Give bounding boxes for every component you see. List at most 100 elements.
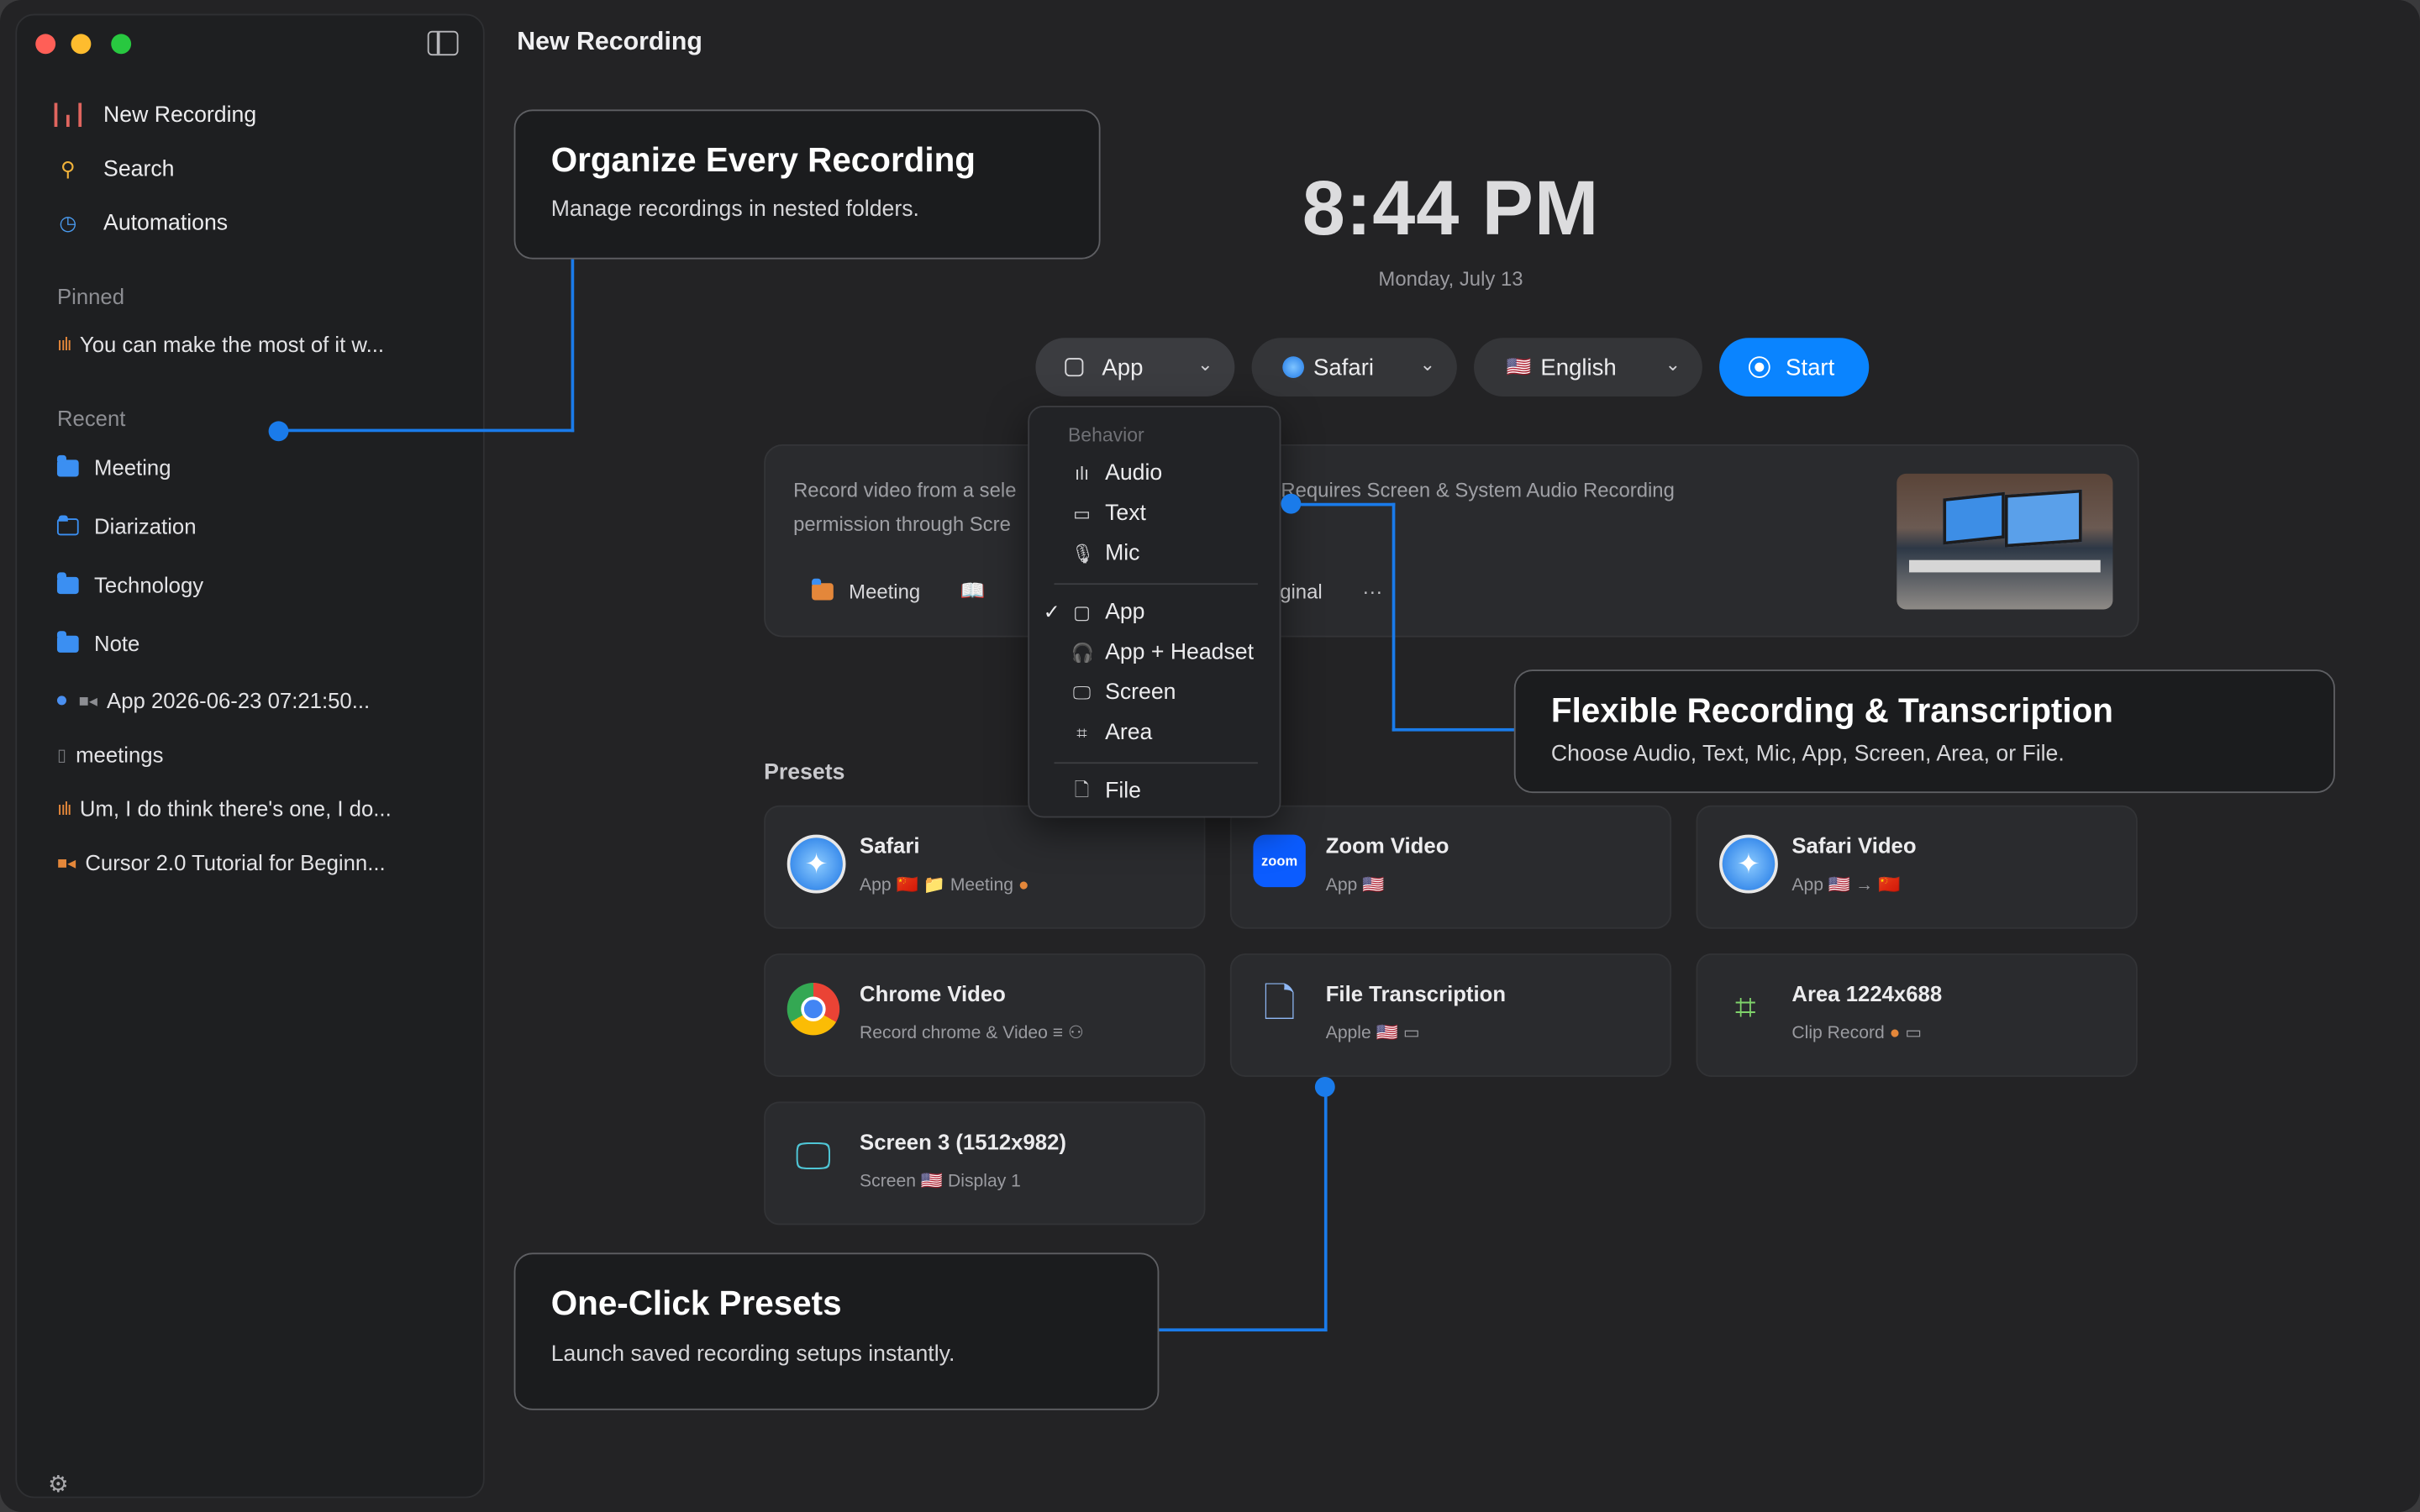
preset-screen[interactable]: 🖵 Screen 3 (1512x982) Screen 🇺🇸 Display … xyxy=(764,1101,1206,1226)
recent-item-note[interactable]: Note xyxy=(56,625,140,662)
menu-item-area[interactable]: ⌗Area xyxy=(1029,714,1282,751)
pinned-item[interactable]: ıılı You can make the most of it w... xyxy=(57,326,384,363)
gear-icon[interactable]: ⚙ xyxy=(47,1472,69,1499)
preset-safari-video[interactable]: ✦ Safari Video App 🇺🇸 → 🇨🇳 xyxy=(1696,805,2138,929)
status-dot-icon: ● xyxy=(1889,1024,1901,1043)
start-button[interactable]: Start xyxy=(1719,338,1870,397)
source-dropdown[interactable]: Safari ⌄ xyxy=(1251,338,1457,397)
recent-item-meeting[interactable]: Meeting xyxy=(56,449,171,486)
recent-item-diarization[interactable]: Diarization xyxy=(56,507,197,544)
minimize-window-button[interactable] xyxy=(71,34,92,55)
callout-connector xyxy=(277,428,575,433)
menu-item-file[interactable]: 🗋File xyxy=(1029,773,1282,810)
caption-icon: ▭ xyxy=(1905,1024,1923,1043)
recent-item-label: Note xyxy=(94,631,140,656)
unread-dot xyxy=(56,696,66,706)
preview-thumbnail xyxy=(1897,473,2113,610)
clock-icon: ◷ xyxy=(59,211,77,235)
preset-sub: App 🇺🇸 xyxy=(1325,876,1385,895)
chrome-center xyxy=(801,996,826,1021)
callout-connector xyxy=(1157,1328,1328,1332)
recent-item-transcript[interactable]: ıılı Um, I do think there's one, I do... xyxy=(57,790,392,827)
callout-flexible: Flexible Recording & Transcription Choos… xyxy=(1513,669,2335,794)
crop-icon: ⌗ xyxy=(1076,721,1087,743)
preset-title: File Transcription xyxy=(1325,981,1507,1006)
menu-item-label: Audio xyxy=(1105,461,1163,486)
preset-area[interactable]: ⌗ Area 1224x688 Clip Record ● ▭ xyxy=(1696,953,2138,1078)
menu-item-mic[interactable]: 🎙 Mic xyxy=(1029,535,1282,572)
menu-item-audio[interactable]: ılı Audio xyxy=(1029,455,1282,492)
recent-item-label: Meeting xyxy=(94,454,171,480)
menu-item-screen[interactable]: 🖵Screen xyxy=(1029,675,1282,711)
mic-icon: 🎙 xyxy=(1071,543,1095,565)
chrome-icon xyxy=(786,982,840,1036)
preset-chrome-video[interactable]: Chrome Video Record chrome & Video ≡ ⚇ xyxy=(764,953,1206,1078)
menu-item-app-headset[interactable]: 🎧App + Headset xyxy=(1029,634,1282,671)
callout-connector xyxy=(1290,502,1396,507)
preset-sub-text: Record chrome & Video xyxy=(860,1024,1048,1043)
chat-bubble-icon: ▭ xyxy=(1073,502,1091,525)
menu-item-app[interactable]: ✓▢App xyxy=(1029,594,1282,631)
display-icon: 🖵 xyxy=(1072,680,1092,703)
nav-label: New Recording xyxy=(103,103,257,129)
callout-connector xyxy=(571,259,575,433)
crop-icon: ⌗ xyxy=(1734,987,1756,1030)
preset-title: Zoom Video xyxy=(1325,832,1449,858)
menu-item-label: Text xyxy=(1105,501,1146,527)
callout-anchor-dot xyxy=(1281,493,1302,514)
nav-automations[interactable]: ◷ Automations xyxy=(54,203,228,244)
waveform-icon: ıılı xyxy=(56,797,72,820)
recent-item-technology[interactable]: Technology xyxy=(56,566,204,603)
sidebar: ┃╻┃ New Recording ⚲ Search ◷ Automations… xyxy=(15,13,485,1499)
folder-option[interactable]: Meeting xyxy=(849,579,921,603)
recent-item-label: Um, I do think there's one, I do... xyxy=(79,795,392,822)
nav-label: Search xyxy=(103,157,175,182)
preset-safari[interactable]: ✦ Safari App 🇨🇳 📁 Meeting ● xyxy=(764,805,1206,929)
preset-title: Safari xyxy=(860,832,920,858)
callout-subtitle: Launch saved recording setups instantly. xyxy=(550,1341,955,1368)
callout-title: Organize Every Recording xyxy=(550,140,976,180)
original-option[interactable]: iginal xyxy=(1275,579,1323,603)
pinned-item-label: You can make the most of it w... xyxy=(79,331,385,357)
pinned-header: Pinned xyxy=(56,283,125,309)
record-icon xyxy=(1748,356,1770,378)
mode-label: App xyxy=(1102,354,1144,381)
language-label: English xyxy=(1540,354,1617,381)
preset-file-transcription[interactable]: 🗋 File Transcription Apple 🇺🇸 ▭ xyxy=(1229,953,1672,1078)
preset-zoom-video[interactable]: zoom Zoom Video App 🇺🇸 xyxy=(1229,805,1672,929)
zoom-window-button[interactable] xyxy=(111,34,132,55)
waveform-icon: ılı xyxy=(1074,463,1090,485)
headphones-icon: 🎧 xyxy=(1071,642,1095,664)
callout-organize: Organize Every Recording Manage recordin… xyxy=(513,109,1101,260)
nav-new-recording[interactable]: ┃╻┃ New Recording xyxy=(50,96,257,136)
waveform-icon: ıılı xyxy=(56,333,72,355)
folder-icon xyxy=(56,454,79,476)
language-dropdown[interactable]: 🇺🇸 English ⌄ xyxy=(1474,338,1702,397)
preset-title: Screen 3 (1512x982) xyxy=(860,1129,1066,1154)
book-icon[interactable]: 📖 xyxy=(960,578,986,602)
menu-item-label: Mic xyxy=(1105,541,1140,567)
checkmark-icon: ✓ xyxy=(1043,600,1060,624)
desc-text-c: permission through Scre xyxy=(793,512,1011,536)
recent-item-label: Technology xyxy=(94,572,204,597)
nav-search[interactable]: ⚲ Search xyxy=(54,150,174,190)
app-icon xyxy=(1065,358,1084,377)
app-icon: ▢ xyxy=(1073,601,1091,624)
mode-dropdown[interactable]: App ⌄ xyxy=(1035,338,1235,397)
page-title: New Recording xyxy=(517,28,702,56)
recent-item-label: Diarization xyxy=(94,513,197,539)
sidebar-toggle-icon[interactable] xyxy=(427,30,459,56)
more-icon[interactable]: ··· xyxy=(1362,579,1383,603)
recent-item-label: Cursor 2.0 Tutorial for Beginn... xyxy=(85,850,386,875)
display-icon: 🖵 xyxy=(795,1135,832,1178)
menu-item-text[interactable]: ▭ Text xyxy=(1029,496,1282,533)
desk-shape xyxy=(1908,559,2101,573)
recent-item-meetings[interactable]: ▯ meetings xyxy=(57,736,164,773)
close-window-button[interactable] xyxy=(35,34,56,55)
recent-item-app-recording[interactable]: ■◂ App 2026-06-23 07:21:50... xyxy=(56,682,370,719)
preset-title: Chrome Video xyxy=(860,981,1006,1006)
recent-item-cursor-tutorial[interactable]: ■◂ Cursor 2.0 Tutorial for Beginn... xyxy=(57,844,386,881)
